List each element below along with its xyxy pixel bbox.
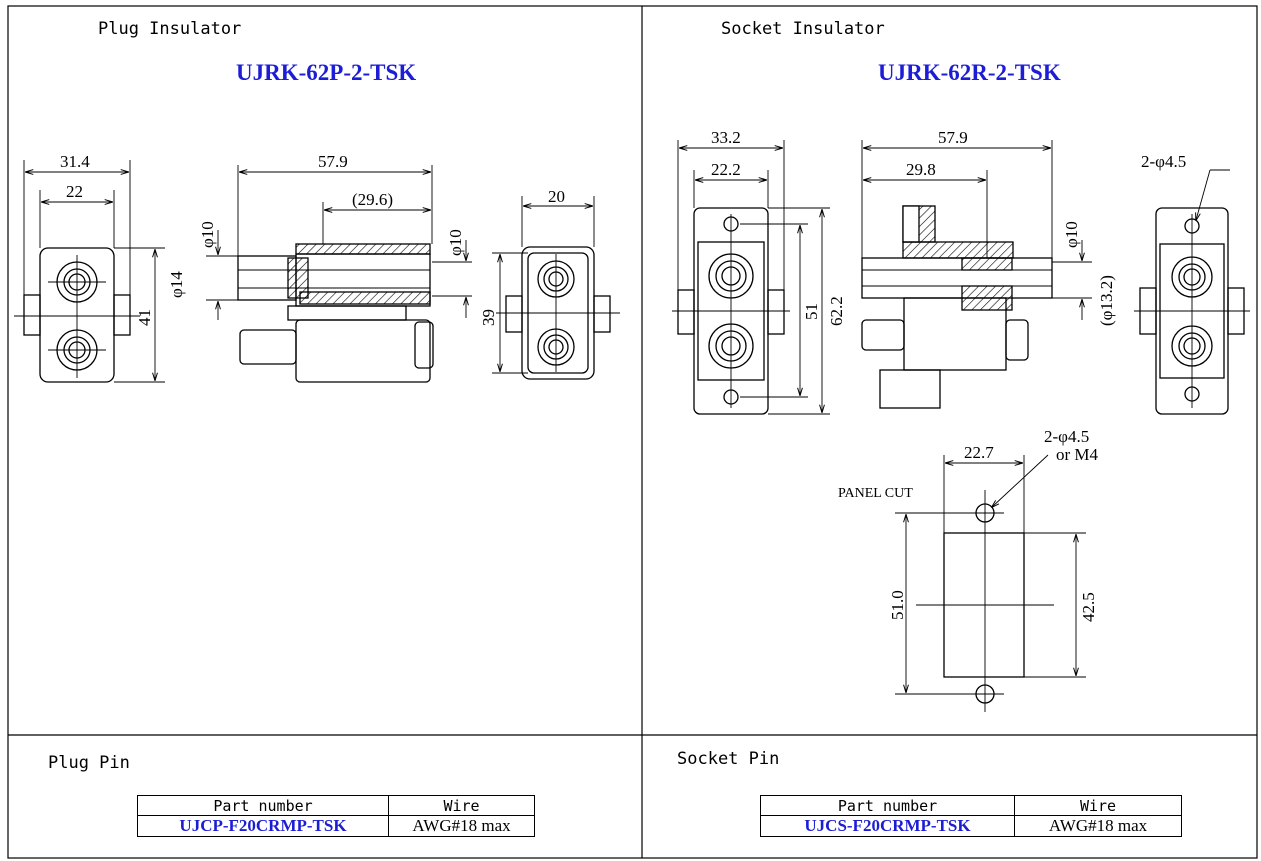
socket-dim-length: 57.9 — [938, 128, 968, 147]
socket-dim-w-inner: 22.2 — [711, 160, 741, 179]
plug-section-view — [206, 165, 472, 383]
plug-dim-side-width: 20 — [548, 187, 565, 206]
socket-dim-height-outer: 62.2 — [827, 296, 846, 326]
socket-pin-header-part: Part number — [760, 795, 1015, 816]
frame — [7, 5, 1258, 859]
plug-part-number: UJRK-62P-2-TSK — [236, 60, 417, 85]
table-row: UJCP-F20CRMP-TSK AWG#18 max — [137, 815, 535, 837]
socket-dimension-labels: 33.2 22.2 57.9 29.8 φ10 (φ13.2) 51 62.2 … — [711, 128, 1186, 326]
socket-section-view — [861, 140, 1092, 409]
panel-cut-label: PANEL CUT — [838, 486, 913, 501]
socket-rear-view — [1134, 169, 1250, 415]
panel-cut-height-outer: 51.0 — [888, 590, 907, 620]
plug-dim-side-height: 39 — [479, 309, 498, 326]
panel-cut-holes-line1: 2-φ4.5 — [1044, 427, 1089, 446]
socket-dim-dia-rear: (φ13.2) — [1097, 275, 1116, 326]
panel-cut-width: 22.7 — [964, 443, 994, 462]
table-row: UJCS-F20CRMP-TSK AWG#18 max — [760, 815, 1182, 837]
socket-dim-height-inner: 51 — [802, 303, 821, 320]
socket-pin-table: Part number Wire UJCS-F20CRMP-TSK AWG#18… — [760, 795, 1182, 837]
plug-front-view — [14, 160, 165, 383]
socket-front-view — [672, 140, 830, 415]
socket-pin-title: Socket Pin — [677, 749, 780, 769]
plug-pin-title: Plug Pin — [48, 753, 130, 773]
table-row: Part number Wire — [137, 795, 535, 816]
plug-pin-header-part: Part number — [137, 795, 389, 816]
plug-dim-w-inner: 22 — [66, 182, 83, 201]
socket-pin-header-wire: Wire — [1014, 795, 1182, 816]
plug-dim-w-outer: 31.4 — [60, 152, 90, 171]
plug-dim-length-partial: (29.6) — [352, 190, 393, 209]
socket-dim-holes: 2-φ4.5 — [1141, 152, 1186, 171]
plug-pin-table: Part number Wire UJCP-F20CRMP-TSK AWG#18… — [137, 795, 535, 837]
plug-dim-dia-body: φ14 — [167, 271, 186, 298]
socket-insulator-title: Socket Insulator — [721, 19, 885, 39]
socket-dim-length-partial: 29.8 — [906, 160, 936, 179]
plug-pin-header-wire: Wire — [388, 795, 535, 816]
panel-cut-view — [895, 454, 1086, 712]
plug-pin-wire: AWG#18 max — [388, 815, 535, 837]
socket-part-number: UJRK-62R-2-TSK — [878, 60, 1061, 85]
socket-dim-dia-front: φ10 — [1062, 221, 1081, 248]
plug-pin-part: UJCP-F20CRMP-TSK — [137, 815, 389, 837]
plug-dim-dia-rear: φ10 — [446, 229, 465, 256]
socket-dim-w-outer: 33.2 — [711, 128, 741, 147]
plug-dim-height: 41 — [135, 309, 154, 326]
panel-cut-holes-line2: or M4 — [1056, 445, 1099, 464]
table-row: Part number Wire — [760, 795, 1182, 816]
socket-pin-wire: AWG#18 max — [1014, 815, 1182, 837]
plug-insulator-title: Plug Insulator — [98, 19, 242, 39]
socket-pin-part: UJCS-F20CRMP-TSK — [760, 815, 1015, 837]
plug-dim-dia-front: φ10 — [198, 221, 217, 248]
plug-dimension-labels: 31.4 22 57.9 (29.6) φ10 φ10 φ14 41 20 39 — [60, 152, 565, 326]
plug-rear-view — [492, 196, 620, 380]
panel-cut-height-inner: 42.5 — [1079, 592, 1098, 622]
panel-cut-labels: PANEL CUT 22.7 2-φ4.5 or M4 51.0 42.5 — [838, 427, 1099, 622]
plug-dim-length: 57.9 — [318, 152, 348, 171]
